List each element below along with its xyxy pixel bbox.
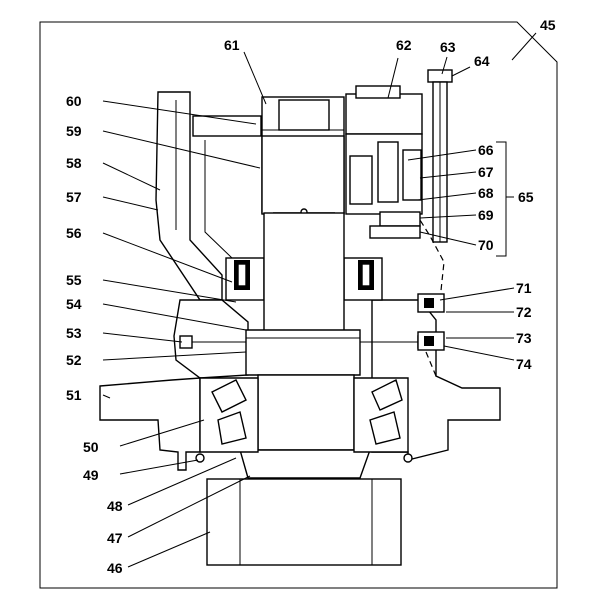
drawing-frame: [39, 21, 558, 589]
callout-49: 49: [83, 467, 99, 483]
callout-54: 54: [66, 296, 82, 312]
callout-53: 53: [66, 325, 82, 341]
callout-58: 58: [66, 155, 82, 171]
callout-68: 68: [478, 185, 494, 201]
callout-59: 59: [66, 123, 82, 139]
callout-labels: 45 61 62 63 64 60 59 58 57 56 55 54 53 5…: [66, 17, 556, 576]
callout-63: 63: [440, 39, 456, 55]
callout-71: 71: [516, 280, 532, 296]
pinion-gear: [206, 478, 402, 566]
callout-55: 55: [66, 272, 82, 288]
callout-56: 56: [66, 225, 82, 241]
callout-57: 57: [66, 189, 82, 205]
callout-46: 46: [107, 560, 123, 576]
callout-70: 70: [478, 237, 494, 253]
callout-72: 72: [516, 304, 532, 320]
callout-50: 50: [83, 439, 99, 455]
callout-60: 60: [66, 93, 82, 109]
leader-lines: [102, 32, 537, 568]
callout-47: 47: [107, 530, 123, 546]
motor-block: [261, 96, 345, 258]
callout-74: 74: [516, 356, 532, 372]
callout-66: 66: [478, 142, 494, 158]
callout-48: 48: [107, 498, 123, 514]
brake-assembly: [345, 69, 453, 243]
callout-61: 61: [224, 37, 240, 53]
callout-67: 67: [478, 164, 494, 180]
callout-45: 45: [540, 17, 556, 33]
upper-bearing: [225, 257, 383, 301]
callout-51: 51: [66, 387, 82, 403]
callout-62: 62: [396, 37, 412, 53]
lower-bearing: [195, 377, 413, 463]
group-bracket-65: [496, 141, 514, 257]
callout-69: 69: [478, 207, 494, 223]
side-fittings: [417, 293, 445, 351]
callout-52: 52: [66, 352, 82, 368]
main-shaft: [239, 212, 371, 479]
callout-73: 73: [516, 330, 532, 346]
callout-65: 65: [518, 189, 534, 205]
callout-64: 64: [474, 53, 490, 69]
